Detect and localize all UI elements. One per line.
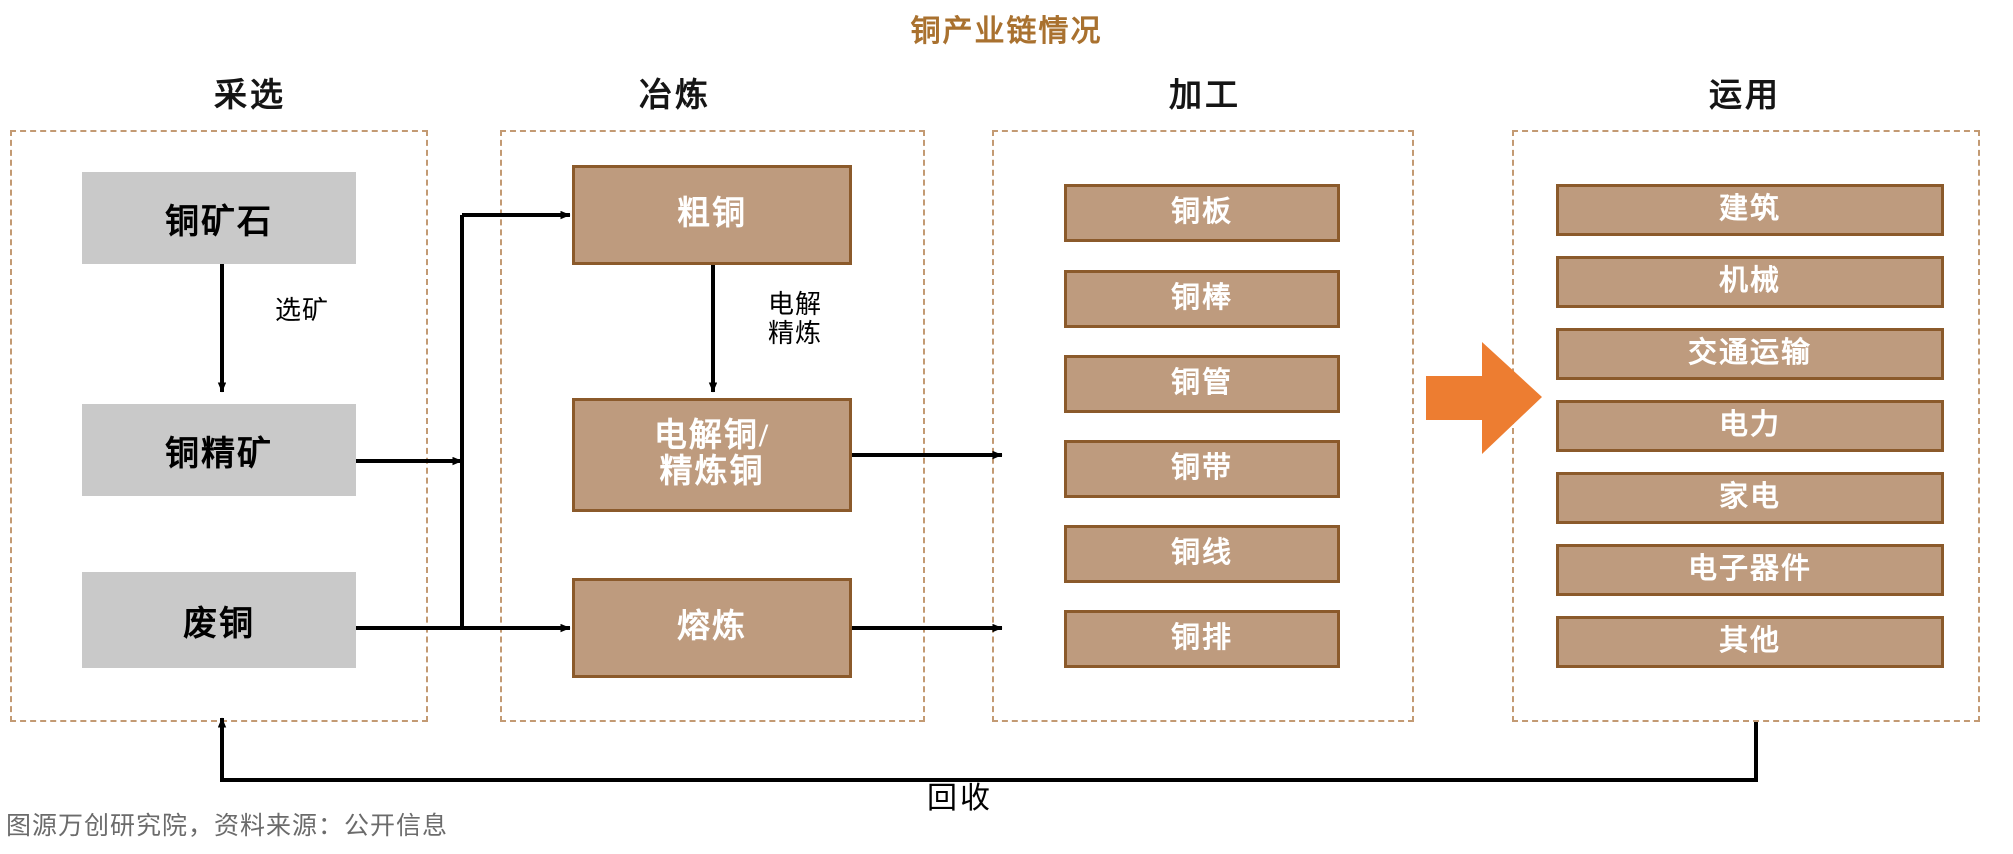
box-home-appliance-label: 家电: [1718, 481, 1781, 514]
edge-label-recycle: 回收: [927, 782, 993, 815]
box-construction-label: 建筑: [1718, 193, 1781, 226]
box-electrolytic-copper-line1: 电解铜/: [653, 418, 771, 455]
box-copper-busbar[interactable]: 铜排: [1064, 610, 1340, 668]
box-electric-power-label: 电力: [1718, 409, 1781, 442]
box-copper-wire[interactable]: 铜线: [1064, 525, 1340, 583]
box-blister-copper[interactable]: 粗铜: [572, 165, 852, 265]
box-electric-power[interactable]: 电力: [1556, 400, 1944, 452]
box-construction[interactable]: 建筑: [1556, 184, 1944, 236]
box-copper-plate[interactable]: 铜板: [1064, 184, 1340, 242]
box-copper-strip-label: 铜带: [1170, 452, 1233, 485]
stage-header-application: 运用: [1709, 78, 1781, 114]
box-electrolytic-copper[interactable]: 电解铜/ 精炼铜: [572, 398, 852, 512]
box-other[interactable]: 其他: [1556, 616, 1944, 668]
box-electrolytic-copper-line2: 精炼铜: [659, 454, 765, 490]
orange-arrow-icon: [1426, 342, 1542, 454]
box-electronic-components[interactable]: 电子器件: [1556, 544, 1944, 596]
stage-header-processing: 加工: [1169, 78, 1241, 114]
box-transportation[interactable]: 交通运输: [1556, 328, 1944, 380]
box-copper-busbar-label: 铜排: [1170, 622, 1233, 655]
stage-header-mining: 采选: [214, 78, 286, 114]
box-copper-plate-label: 铜板: [1170, 196, 1233, 229]
edge-label-electrolytic-line1: 电解: [767, 290, 822, 319]
edge-label-electrolytic-refining: 电解 精炼: [740, 290, 850, 348]
box-copper-tube-label: 铜管: [1170, 367, 1233, 400]
edge-recycle-loop: [217, 717, 1758, 782]
box-melting[interactable]: 熔炼: [572, 578, 852, 678]
box-melting-label: 熔炼: [677, 609, 747, 646]
box-electronic-components-label: 电子器件: [1687, 553, 1812, 586]
box-copper-strip[interactable]: 铜带: [1064, 440, 1340, 498]
box-copper-ore-label: 铜矿石: [165, 203, 273, 241]
box-copper-concentrate[interactable]: 铜精矿: [82, 404, 356, 496]
box-other-label: 其他: [1718, 625, 1781, 658]
box-copper-wire-label: 铜线: [1170, 537, 1233, 570]
box-copper-tube[interactable]: 铜管: [1064, 355, 1340, 413]
stage-header-smelting: 冶炼: [639, 78, 711, 114]
edge-label-electrolytic-line2: 精炼: [767, 319, 822, 349]
source-note: 图源万创研究院，资料来源：公开信息: [6, 813, 449, 840]
box-scrap-copper[interactable]: 废铜: [82, 572, 356, 668]
box-home-appliance[interactable]: 家电: [1556, 472, 1944, 524]
box-copper-rod-label: 铜棒: [1170, 282, 1233, 315]
box-machinery-label: 机械: [1718, 265, 1781, 298]
box-transportation-label: 交通运输: [1687, 337, 1812, 370]
box-machinery[interactable]: 机械: [1556, 256, 1944, 308]
box-copper-rod[interactable]: 铜棒: [1064, 270, 1340, 328]
box-scrap-copper-label: 废铜: [183, 605, 255, 643]
box-copper-concentrate-label: 铜精矿: [165, 435, 273, 473]
box-blister-copper-label: 粗铜: [677, 196, 747, 233]
edge-label-ore-dressing: 选矿: [274, 296, 329, 325]
box-copper-ore[interactable]: 铜矿石: [82, 172, 356, 264]
page-title: 铜产业链情况: [910, 15, 1103, 48]
